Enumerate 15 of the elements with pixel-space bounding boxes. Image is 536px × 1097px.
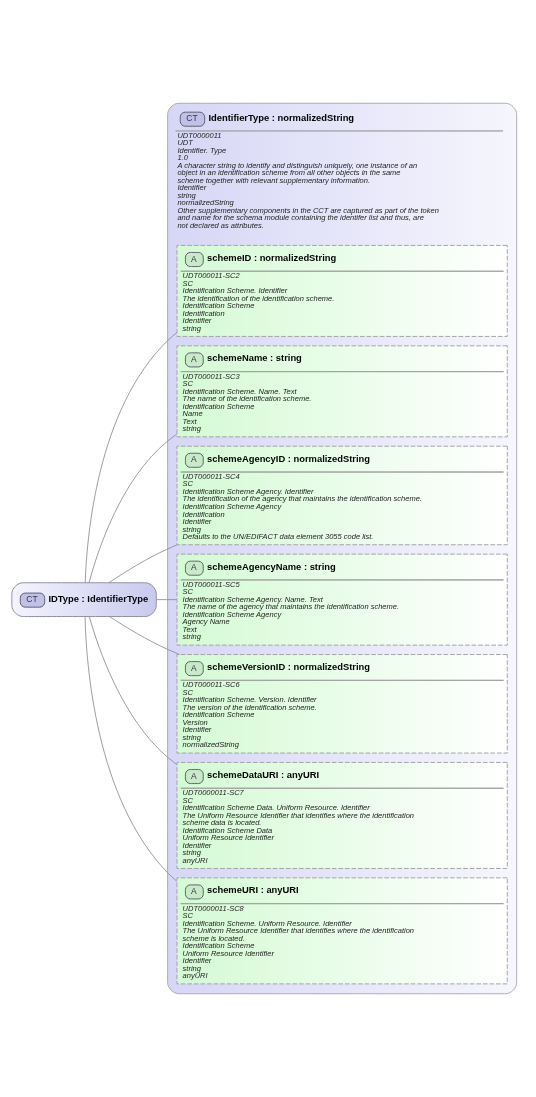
node-box: A schemeAgencyName : string UDT000011-SC5 SC Identification Scheme Agency. Name. Text The name of the agency that maintains the identification scheme. Identification Scheme Agency Agency Name Text string [176,553,508,646]
connector [88,616,178,765]
connector [109,616,180,655]
connector [108,544,178,584]
node-box: A schemeAgencyID : normalizedString UDT000011-SC4 SC Identification Scheme Agency. Identifier The identification of the agency that maintains the identification scheme. Identification Scheme Agency Identification Identifier string Defaults to the UN/EDIFACT data element 3055 code list. [176,445,508,546]
connector [88,433,178,584]
node-box: A schemeDataURI : anyURI UDT0000011-SC7 SC Identification Scheme Data. Uniform Resource. Identifier The Uniform Resource Identifier that identifies where the identification scheme data is located. Identification Scheme Data Uniform Resource Identifier Identifier string anyURI [176,761,508,869]
node-box: A schemeURI : anyURI UDT0000011-SC8 SC Identification Scheme. Uniform Resource. Identifier The Uniform Resource Identifier that identifies where the identification scheme is located. Identification Scheme Uniform Resource Identifier Identifier string anyURI [176,877,508,985]
node-box: A schemeName : string UDT000011-SC3 SC Identification Scheme. Name. Text The name of the identification scheme. Identification Scheme Name Text string [176,345,508,438]
node-box: CT IDType : IdentifierType [11,582,157,617]
node-box: A schemeVersionID : normalizedString UDT000011-SC6 SC Identification Scheme. Version. Identifier The version of the identification scheme. Identification Scheme Version Identifier string normalizedString [176,654,508,754]
connector [155,599,178,601]
node-box: A schemeID : normalizedString UDT000011-SC2 SC Identification Scheme. Identifier The identification of the identification scheme. Identification Scheme Identification Identifier string [176,244,508,337]
connector [84,332,178,584]
connector [84,616,178,882]
